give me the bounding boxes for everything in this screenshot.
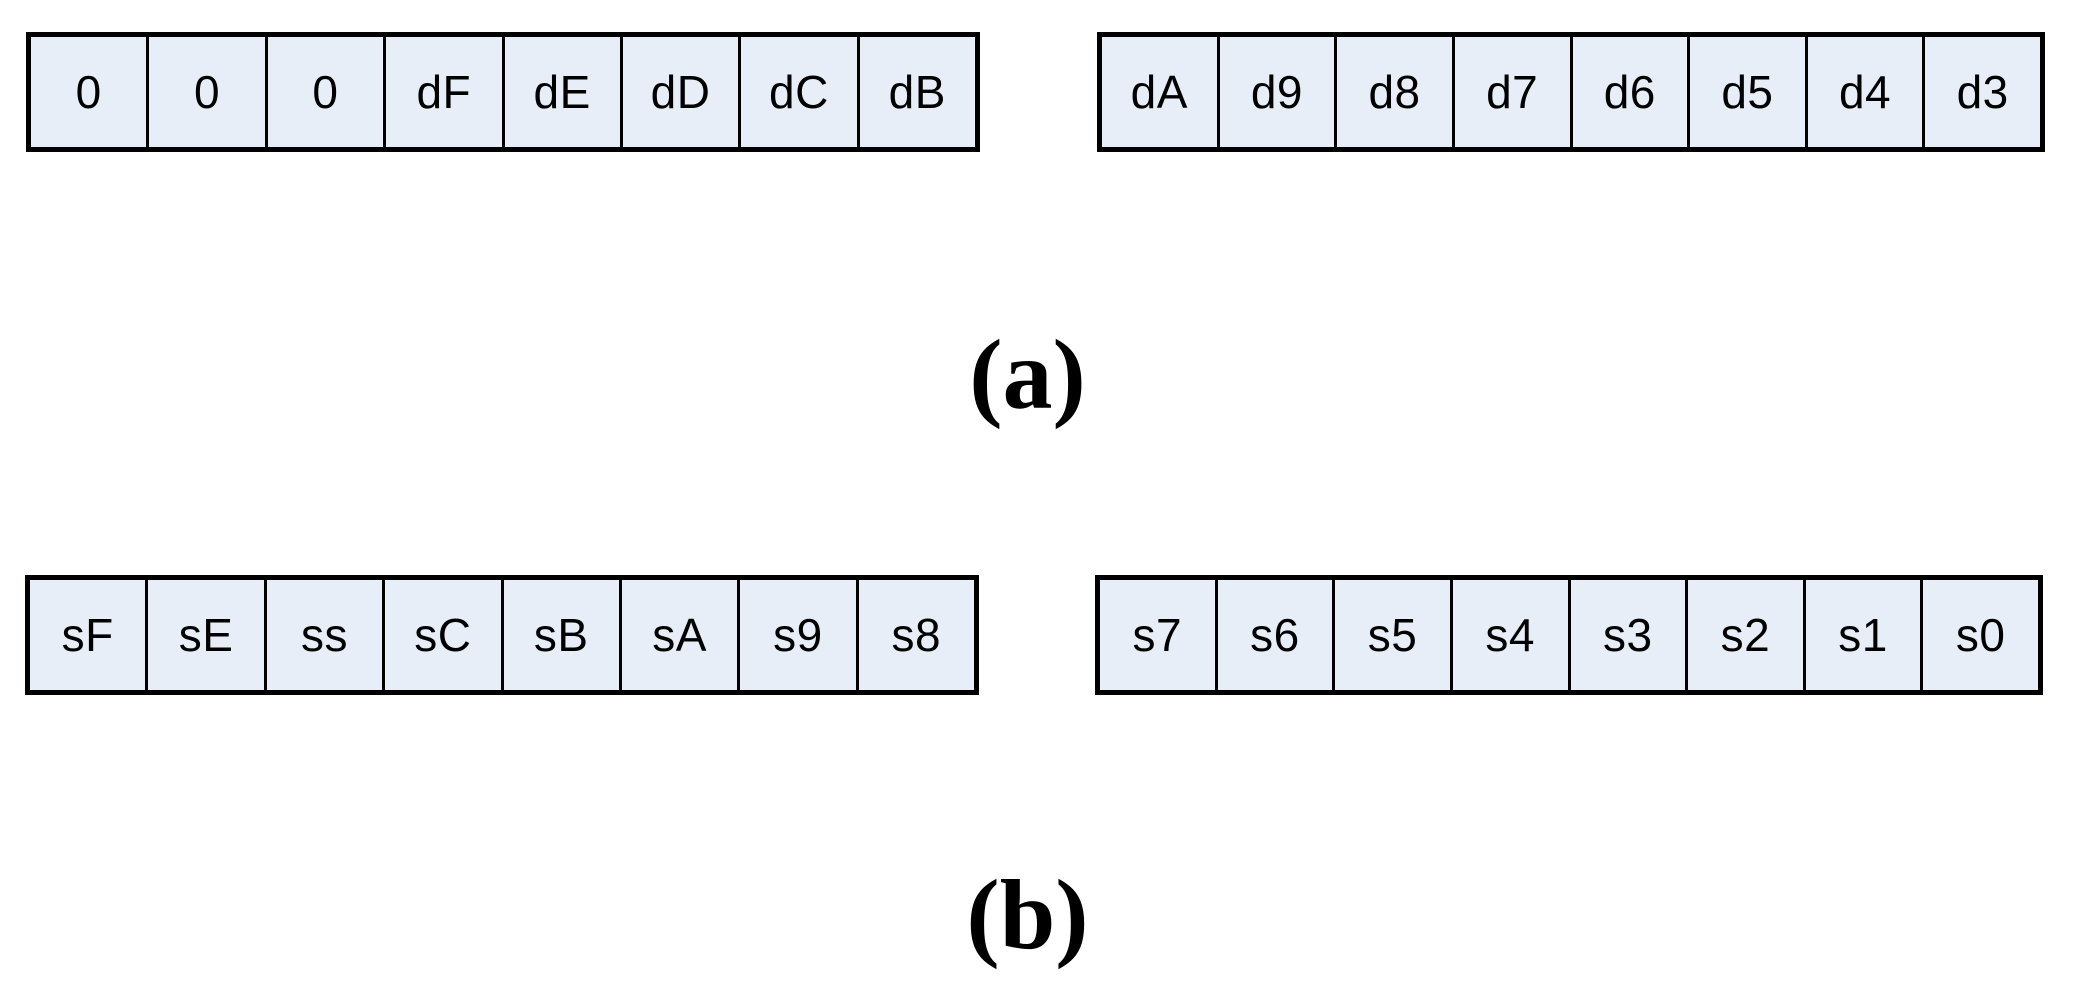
byte-cell: dB [856,37,975,147]
byte-cell: sF [30,580,146,690]
register-a-low-bytes: dA d9 d8 d7 d6 d5 d4 d3 [1097,32,2045,152]
byte-cell: sE [145,580,264,690]
byte-cell: s1 [1802,580,1921,690]
byte-cell: d5 [1687,37,1805,147]
byte-cell: d8 [1334,37,1452,147]
byte-cell: dA [1102,37,1217,147]
byte-cell: sB [500,580,619,690]
register-b-low-bytes: s7 s6 s5 s4 s3 s2 s1 s0 [1095,575,2043,695]
byte-cell: s9 [737,580,856,690]
byte-cell: dF [383,37,502,147]
byte-cell: d6 [1569,37,1688,147]
panel-b-label: (b) [966,859,1089,970]
byte-cell: d7 [1451,37,1570,147]
byte-cell: d9 [1216,37,1335,147]
byte-cell: 0 [146,37,265,147]
byte-cell: s6 [1214,580,1333,690]
byte-cell: s4 [1449,580,1568,690]
byte-cell: sC [382,580,501,690]
byte-cell: sA [618,580,738,690]
byte-cell: s5 [1332,580,1450,690]
byte-cell: 0 [31,37,147,147]
byte-cell: d3 [1922,37,2040,147]
byte-cell: dD [619,37,739,147]
byte-cell: s7 [1100,580,1215,690]
panel-a-label: (a) [969,319,1086,430]
byte-cell: s8 [855,580,974,690]
byte-cell: s3 [1567,580,1686,690]
byte-cell: dC [738,37,857,147]
register-a-high-bytes: 0 0 0 dF dE dD dC dB [26,32,980,152]
byte-cell: d4 [1804,37,1923,147]
byte-cell: ss [263,580,383,690]
byte-cell: s0 [1920,580,2038,690]
byte-cell: s2 [1685,580,1803,690]
byte-cell: 0 [264,37,384,147]
byte-cell: dE [501,37,620,147]
register-b-high-bytes: sF sE ss sC sB sA s9 s8 [25,575,979,695]
